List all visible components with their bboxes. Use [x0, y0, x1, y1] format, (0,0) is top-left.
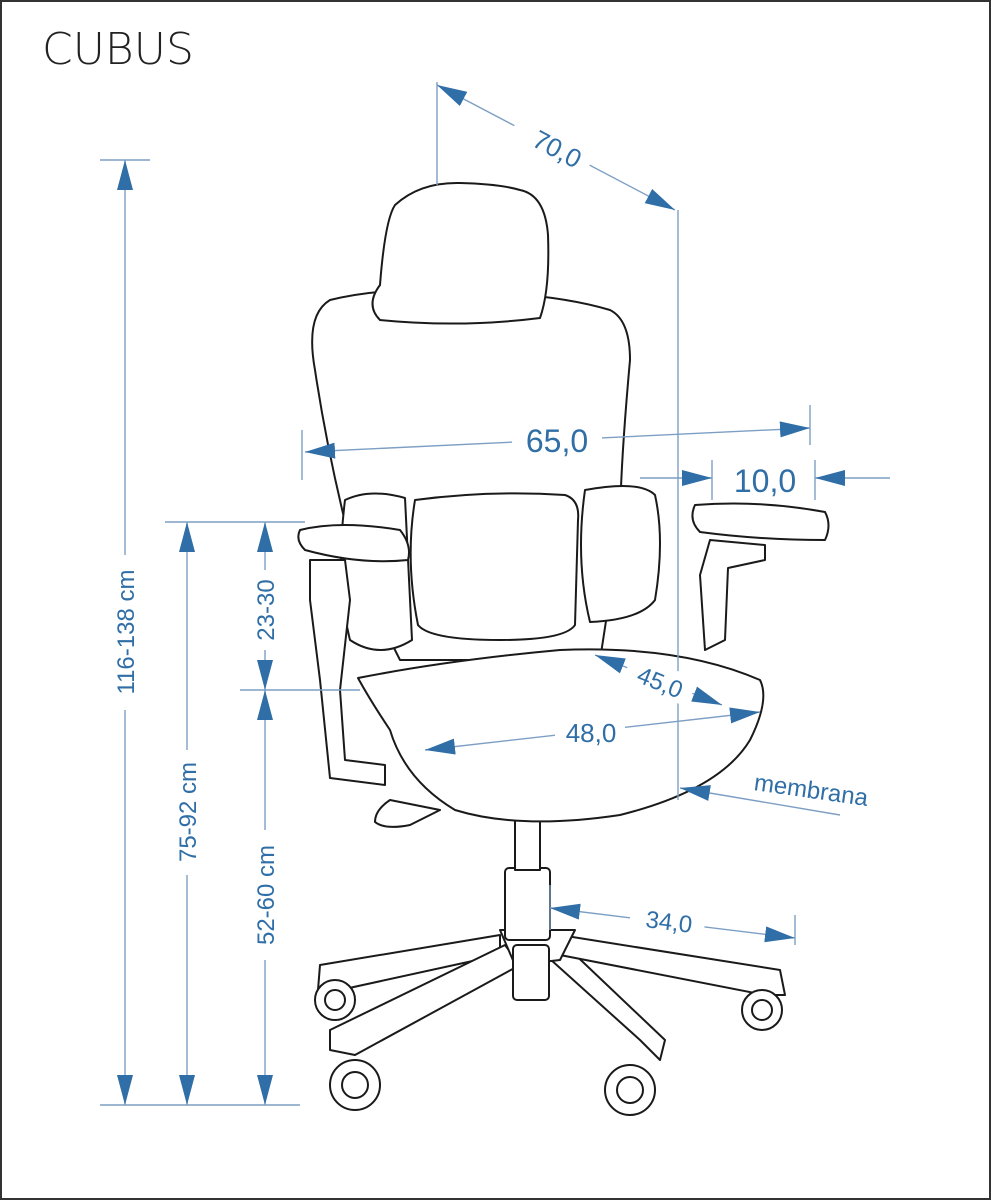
- product-title: CUBUS: [42, 24, 194, 75]
- chair-base: [314, 819, 786, 1116]
- label-armrest-width: 10,0: [734, 463, 796, 499]
- label-armrest-above-seat: 23-30: [253, 579, 280, 640]
- chair-drawing: [297, 181, 830, 1116]
- lumbar-support: [409, 492, 580, 641]
- label-armrest-height: 75-92 cm: [175, 762, 202, 862]
- armrest-right: [691, 502, 830, 541]
- label-seat-width: 48,0: [566, 718, 617, 748]
- label-total-height: 116-138 cm: [113, 570, 140, 695]
- label-seat-height: 52-60 cm: [253, 845, 280, 945]
- side-lumbar-right: [580, 485, 661, 623]
- headrest: [371, 181, 550, 325]
- armrest-left: [297, 524, 410, 563]
- side-lumbar-left: [340, 492, 413, 651]
- label-seat-material: membrana: [752, 769, 870, 812]
- label-base-radius: 34,0: [644, 906, 694, 938]
- label-width: 65,0: [526, 423, 588, 459]
